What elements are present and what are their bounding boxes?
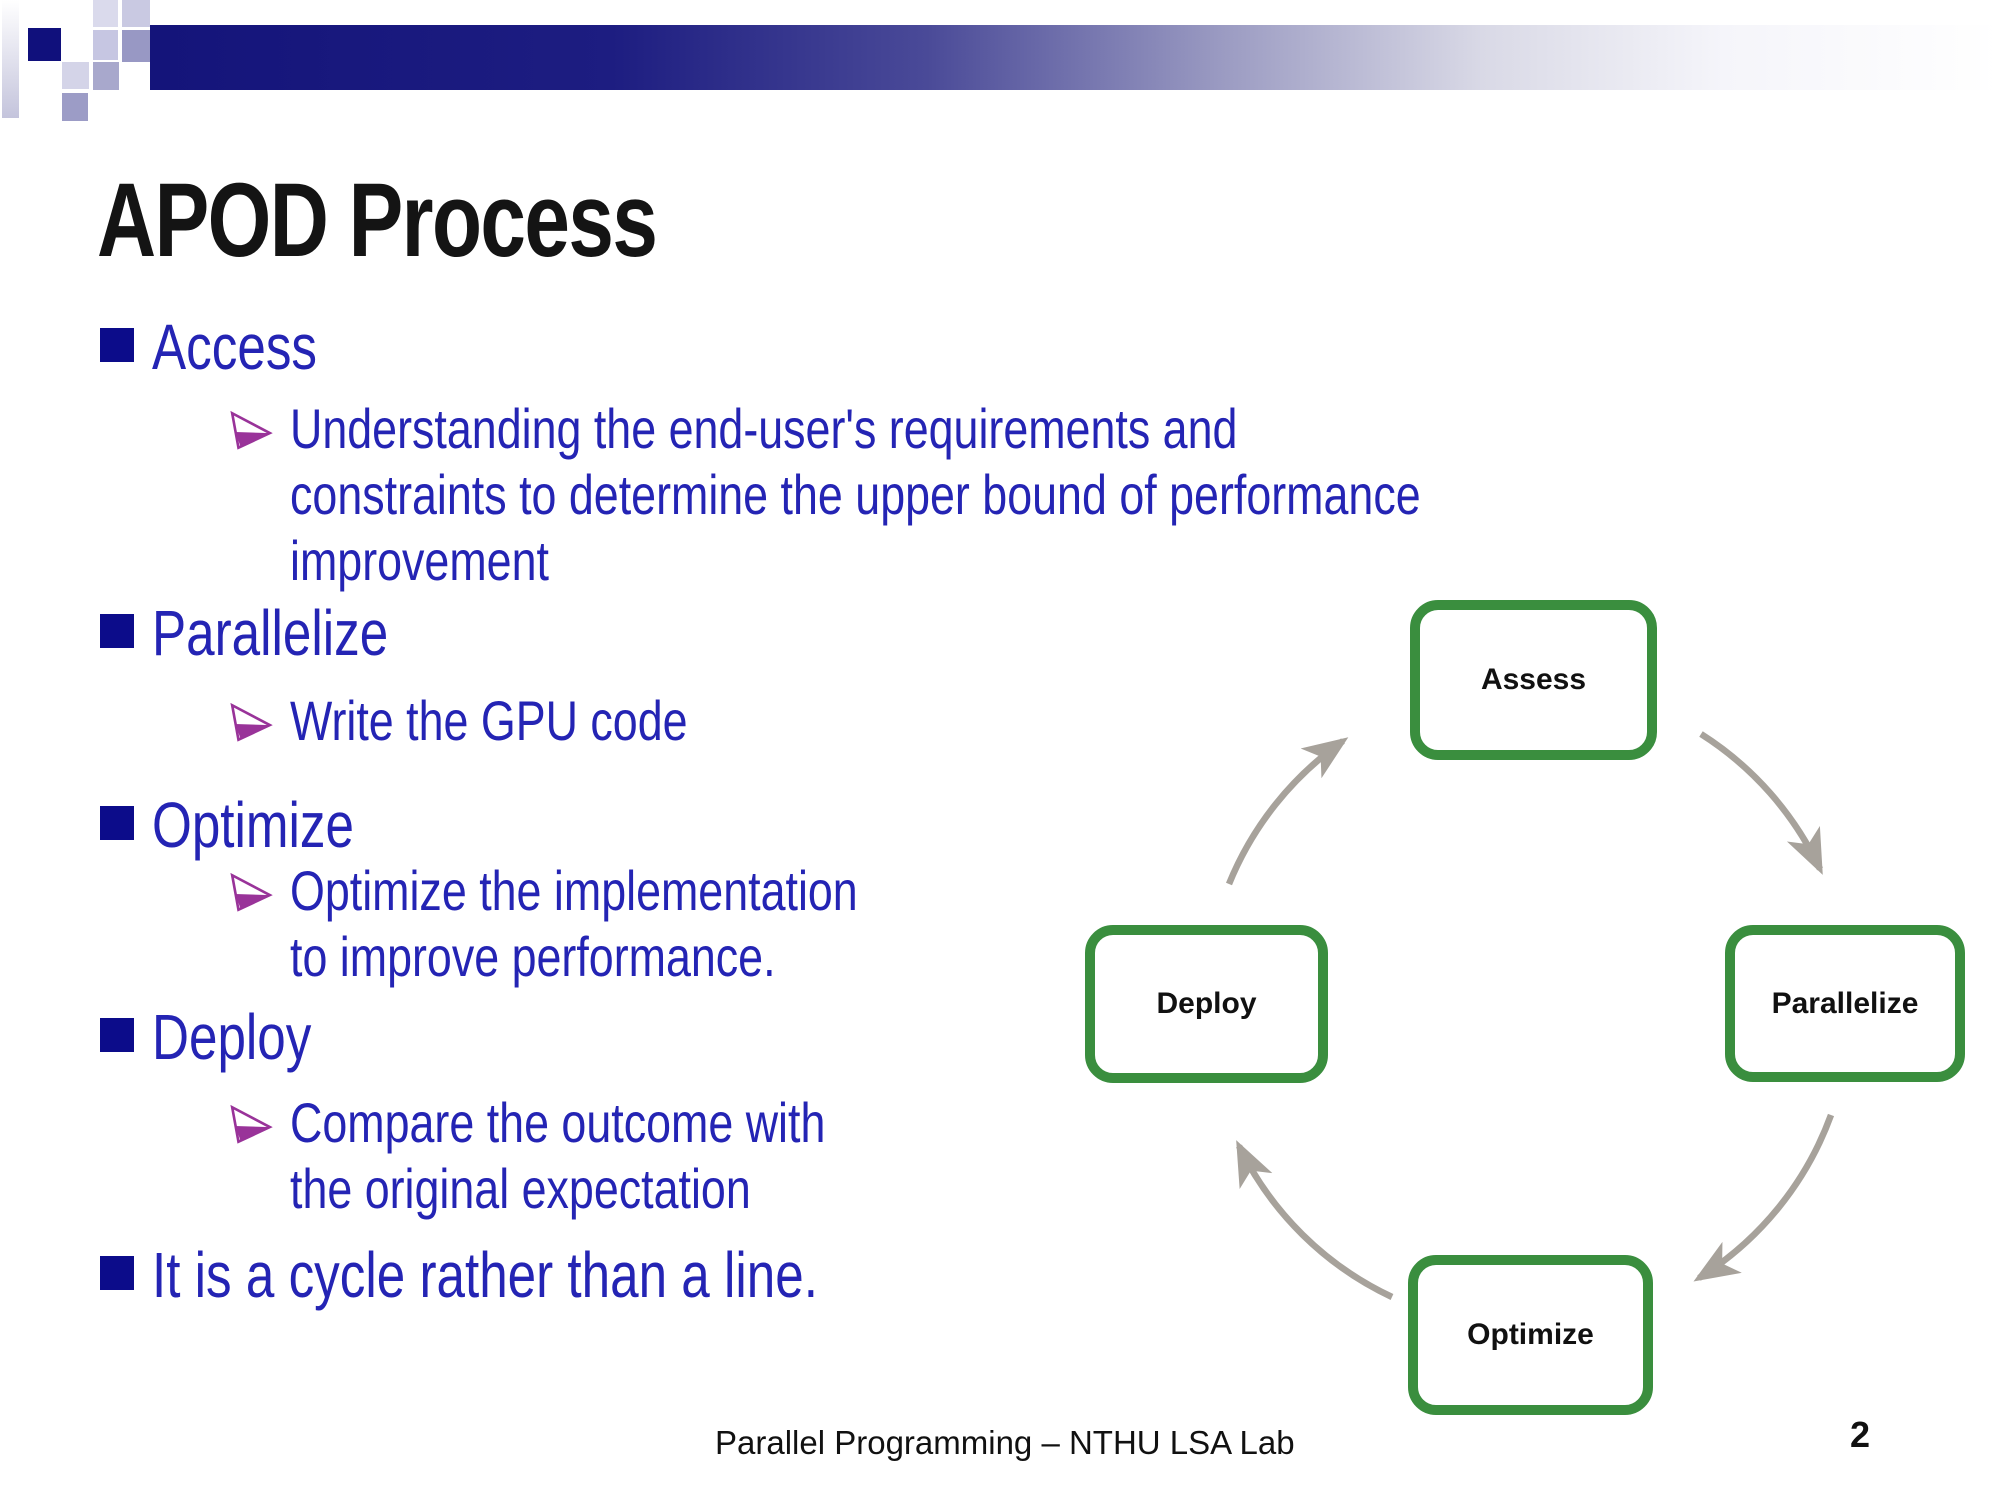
- cycle-arrow-assess-to-parallelize: [1699, 731, 1823, 875]
- bullet-square-icon: [100, 328, 134, 362]
- arrow-bullet-icon: [228, 410, 274, 452]
- arrow-bullet-icon: [228, 702, 274, 744]
- page-number: 2: [1850, 1414, 1871, 1455]
- deco-square: [93, 0, 118, 27]
- bullet-label: Access: [152, 311, 318, 383]
- cycle-node-label: Parallelize: [1771, 986, 1919, 1020]
- cycle-node-label: Optimize: [1467, 1318, 1594, 1351]
- deco-square: [93, 62, 119, 90]
- sub-bullet-line: Optimize the implementation: [290, 859, 858, 922]
- bullet-item-cycle-statement: It is a cycle rather than a line.: [100, 1240, 984, 1310]
- bullet-square-icon: [100, 806, 134, 840]
- sub-bullet-line: improvement: [290, 529, 549, 592]
- bullet-item-parallelize: Parallelize: [100, 598, 447, 668]
- sub-bullet-line: Understanding the end-user's requirement…: [290, 397, 1238, 460]
- cycle-arrow-parallelize-to-optimize: [1693, 1113, 1835, 1282]
- cycle-node-assess: Assess: [1410, 600, 1657, 760]
- sub-bullet-line: to improve performance.: [290, 925, 776, 988]
- sub-bullet-line: the original expectation: [290, 1157, 751, 1220]
- deco-square: [122, 30, 150, 62]
- deco-square: [62, 93, 88, 121]
- sub-bullet-text: Optimize the implementation to improve p…: [290, 858, 858, 990]
- bullet-item-deploy: Deploy: [100, 1002, 351, 1072]
- sub-bullet-access: Understanding the end-user's requirement…: [228, 396, 1703, 594]
- cycle-node-optimize: Optimize: [1408, 1255, 1653, 1415]
- bullet-square-icon: [100, 614, 134, 648]
- deco-strip: [2, 0, 19, 118]
- bullet-square-icon: [100, 1256, 134, 1290]
- sub-bullet-optimize: Optimize the implementation to improve p…: [228, 858, 1000, 990]
- cycle-arrow-optimize-to-deploy: [1236, 1140, 1394, 1300]
- deco-square: [122, 0, 150, 27]
- sub-bullet-line: Write the GPU code: [290, 689, 688, 752]
- bullet-item-access: Access: [100, 312, 358, 382]
- sub-bullet-text: Write the GPU code: [290, 688, 688, 754]
- sub-bullet-parallelize: Write the GPU code: [228, 688, 787, 754]
- cycle-node-deploy: Deploy: [1085, 925, 1328, 1083]
- arrow-bullet-icon: [228, 1104, 274, 1146]
- sub-bullet-deploy: Compare the outcome with the original ex…: [228, 1090, 959, 1222]
- sub-bullet-line: constraints to determine the upper bound…: [290, 463, 1421, 526]
- footer-text: Parallel Programming – NTHU LSA Lab: [715, 1424, 1295, 1461]
- bullet-item-optimize: Optimize: [100, 790, 405, 860]
- cycle-node-label: Assess: [1480, 663, 1587, 696]
- arrow-bullet-icon: [228, 872, 274, 914]
- header-gradient-bar: [150, 25, 2000, 90]
- bullet-square-icon: [100, 1018, 134, 1052]
- bullet-label: Parallelize: [152, 597, 389, 669]
- bullet-label: Deploy: [152, 1001, 312, 1073]
- sub-bullet-text: Compare the outcome with the original ex…: [290, 1090, 825, 1222]
- sub-bullet-line: Compare the outcome with: [290, 1091, 826, 1154]
- cycle-node-label: Deploy: [1156, 987, 1257, 1020]
- deco-square: [28, 28, 61, 61]
- sub-bullet-text: Understanding the end-user's requirement…: [290, 396, 1421, 594]
- page-title: APOD Process: [97, 162, 658, 280]
- bullet-label: It is a cycle rather than a line.: [152, 1239, 818, 1311]
- deco-square: [93, 30, 118, 60]
- cycle-arrow-deploy-to-assess: [1225, 737, 1349, 886]
- deco-square: [62, 62, 89, 89]
- cycle-node-parallelize: Parallelize: [1725, 925, 1965, 1082]
- bullet-label: Optimize: [152, 789, 354, 861]
